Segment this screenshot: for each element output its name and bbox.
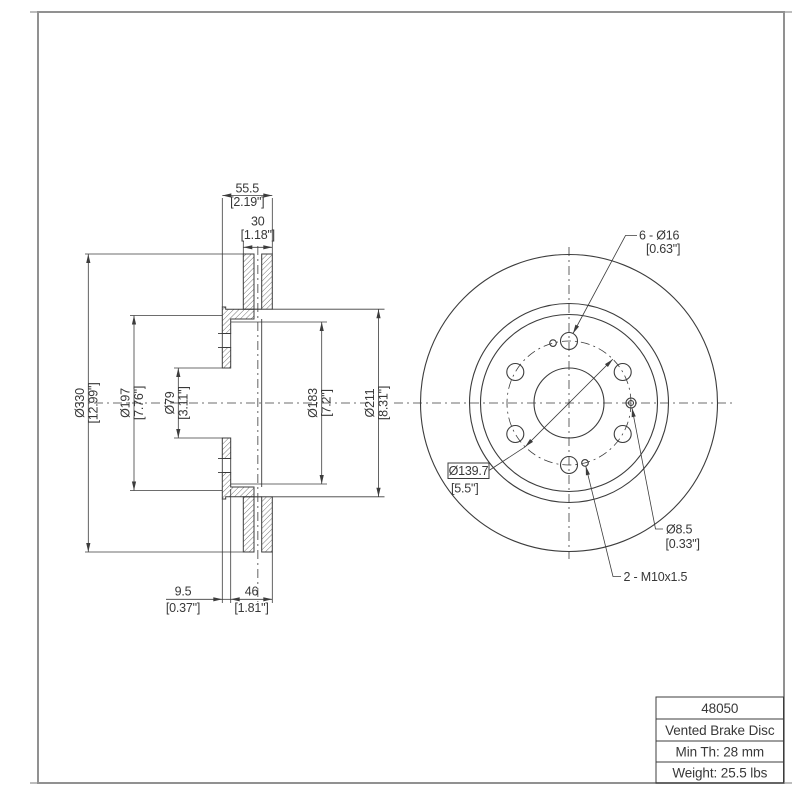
outer-diameter-circle	[419, 253, 719, 553]
pilot-hole-leader	[631, 407, 663, 530]
dim-outer-diameter-mm: Ø330	[73, 388, 87, 418]
section-view	[218, 253, 273, 553]
bolt-circle-diameter-line	[524, 358, 614, 448]
dim-total-width-mm: 55.5	[236, 182, 260, 196]
part-number: 48050	[701, 701, 738, 716]
label-bolt-circle-mm: Ø139.7	[449, 464, 489, 478]
label-thread-holes: 2 - M10x1.5	[624, 570, 688, 584]
dim-hat-depth-mm: 46	[245, 585, 259, 599]
hat-shoulder-bottom	[221, 472, 255, 500]
flange-top-lower	[221, 347, 232, 369]
thread-holes-leader	[585, 466, 621, 577]
label-lug-holes-in: [0.63"]	[646, 242, 680, 256]
thread-holes	[549, 339, 589, 467]
label-bolt-circle-in: [5.5"]	[451, 482, 479, 496]
dim-inner-diameter-mm: Ø183	[306, 388, 320, 418]
weight: Weight: 25.5 lbs	[672, 766, 767, 781]
section-dimensions: 55.5 [2.19"] 30 [1.18"] 9.5 [0.37"] 46 […	[73, 182, 391, 616]
product-name: Vented Brake Disc	[665, 723, 775, 738]
hat-shoulder-top	[221, 306, 255, 334]
step-diameter-circle	[468, 302, 670, 504]
inboard-plate-top	[261, 253, 273, 310]
outboard-plate-bottom	[242, 496, 255, 553]
dim-total-width-in: [2.19"]	[230, 195, 264, 209]
dim-flange-thickness-in: [0.37"]	[166, 601, 200, 615]
lug-holes-leader	[572, 235, 637, 334]
flange-bottom-upper	[221, 437, 232, 459]
dim-bore-diameter-mm: Ø79	[163, 391, 177, 414]
page-border	[30, 11, 792, 784]
dim-hat-depth-in: [1.81"]	[234, 601, 268, 615]
dim-step-diameter-mm: Ø211	[363, 388, 377, 417]
bolt-circle-leader-tail	[488, 446, 526, 471]
dim-step-diameter-in: [8.31"]	[377, 386, 391, 420]
inboard-plate-bottom	[261, 496, 273, 553]
dim-disc-thickness-mm: 30	[251, 215, 265, 229]
lug-holes	[506, 331, 632, 475]
dim-hat-diameter-in: [7.76"]	[132, 386, 146, 420]
label-pilot-hole-in: [0.33"]	[666, 537, 700, 551]
front-view: 6 - Ø16 [0.63"] Ø139.7 [5.5"] Ø8.5 [0.33…	[419, 229, 719, 584]
dim-bore-diameter-in: [3.11"]	[176, 386, 190, 419]
flange-bolt-hole-section	[218, 333, 232, 473]
centerlines	[75, 246, 732, 602]
label-lug-holes: 6 - Ø16	[639, 229, 680, 243]
dim-outer-diameter-in: [12.99"]	[86, 382, 100, 423]
bolt-circle	[506, 340, 632, 466]
dim-hat-diameter-mm: Ø197	[119, 388, 133, 418]
label-pilot-hole: Ø8.5	[666, 523, 693, 537]
min-thickness: Min Th: 28 mm	[676, 744, 764, 759]
bolt-circle-label-box	[447, 462, 490, 479]
title-block: 48050 Vented Brake Disc Min Th: 28 mm We…	[655, 696, 784, 784]
hat-diameter-circle	[479, 313, 659, 493]
dim-disc-thickness-in: [1.18"]	[241, 228, 275, 242]
dim-inner-diameter-in: [7.2"]	[320, 389, 334, 417]
dim-flange-thickness-mm: 9.5	[175, 585, 192, 599]
outboard-plate-top	[242, 253, 255, 310]
pilot-hole	[625, 397, 637, 409]
